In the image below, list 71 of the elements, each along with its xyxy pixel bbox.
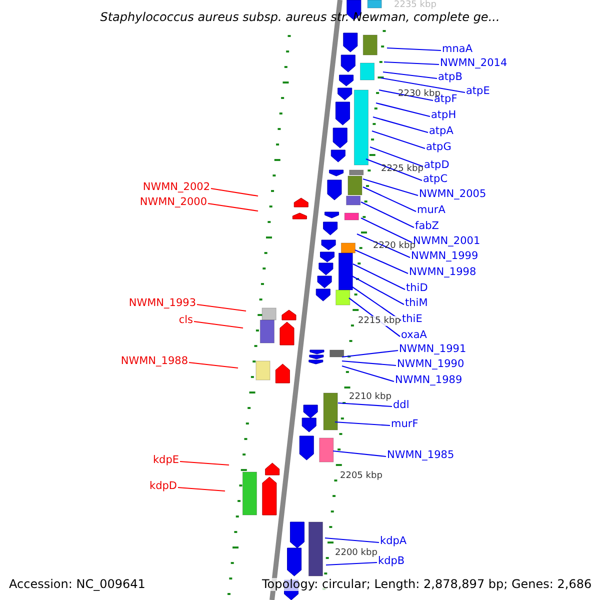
leader-line — [178, 486, 226, 492]
scale-label: 2215 kbp — [358, 316, 400, 326]
gene-label: fabZ — [415, 220, 439, 233]
leader-line — [332, 450, 386, 458]
leader-line — [380, 77, 466, 94]
leader-line — [362, 186, 416, 212]
gene-label: murA — [417, 204, 446, 217]
leader-line — [360, 202, 414, 228]
leader-line — [352, 264, 406, 290]
leader-line — [188, 362, 238, 369]
leader-line — [372, 130, 426, 150]
leader-line — [352, 276, 404, 305]
gene-label: atpC — [423, 173, 448, 186]
leader-line — [382, 71, 438, 80]
gene-label: ddl — [393, 399, 410, 412]
gene-label: NWMN_1993 — [128, 297, 196, 310]
gene-label: murF — [391, 418, 418, 431]
leader-line — [334, 421, 390, 426]
gene-label: atpE — [466, 85, 490, 98]
leader-line — [384, 61, 440, 66]
scale-label: 2210 kbp — [349, 392, 392, 402]
leader-line — [338, 402, 392, 408]
gene-label: thiM — [405, 297, 428, 310]
leader-line — [196, 304, 246, 312]
gene-label: kdpA — [380, 535, 407, 548]
gene-label: atpG — [426, 141, 452, 154]
leader-line — [342, 360, 396, 366]
leader-line — [326, 562, 378, 566]
gene-label: NWMN_2014 — [440, 57, 508, 70]
leader-line — [342, 350, 398, 358]
gene-label: NWMN_1998 — [409, 266, 476, 279]
gene-label: NWMN_1991 — [399, 343, 466, 356]
leader-line — [386, 47, 442, 52]
leader-line — [324, 537, 380, 544]
gene-label: cls — [178, 314, 193, 327]
leader-line — [210, 188, 258, 197]
gene-label: atpA — [429, 125, 454, 138]
leader-line — [342, 365, 394, 382]
leader-line — [208, 202, 258, 212]
leader-line — [360, 218, 412, 243]
gene-label: kdpB — [378, 555, 405, 568]
footer-text: Accession: NC_009641 — [9, 578, 146, 591]
leader-line — [362, 178, 418, 196]
leader-line — [194, 320, 244, 329]
leader-line — [354, 250, 408, 274]
leader-line — [350, 286, 402, 321]
gene-label: NWMN_1989 — [395, 374, 462, 387]
gene-label: NWMN_1985 — [387, 449, 454, 462]
scale-label: 2205 kbp — [340, 471, 382, 481]
gene-label: NWMN_2002 — [142, 181, 210, 194]
gene-label: mnaA — [442, 43, 473, 56]
leader-line — [370, 146, 424, 168]
leader-line — [372, 116, 428, 134]
gene-label: kdpD — [150, 480, 177, 493]
leader-line — [180, 460, 230, 466]
gene-label: thiE — [402, 313, 422, 326]
gene-label: NWMN_1990 — [397, 358, 464, 371]
scale-label: 2235 kbp — [394, 0, 436, 10]
gene-label: NWMN_2000 — [140, 196, 207, 209]
gene-label: thiD — [406, 282, 428, 295]
gene-label: atpH — [431, 109, 456, 122]
gene-label: NWMN_2005 — [419, 188, 486, 201]
gene-label: kdpE — [152, 454, 179, 467]
scale-label: 2200 kbp — [335, 548, 378, 558]
footer-text: Topology: circular; Length: 2,878,897 bp; Genes: 2,686 — [262, 578, 592, 591]
leader-line — [376, 102, 430, 118]
gene-label: NWMN_1999 — [411, 250, 478, 263]
gene-label: atpD — [424, 159, 450, 172]
gene-label: oxaA — [401, 329, 427, 342]
gene-label: NWMN_1988 — [120, 355, 188, 368]
gene-label: atpB — [438, 71, 462, 84]
